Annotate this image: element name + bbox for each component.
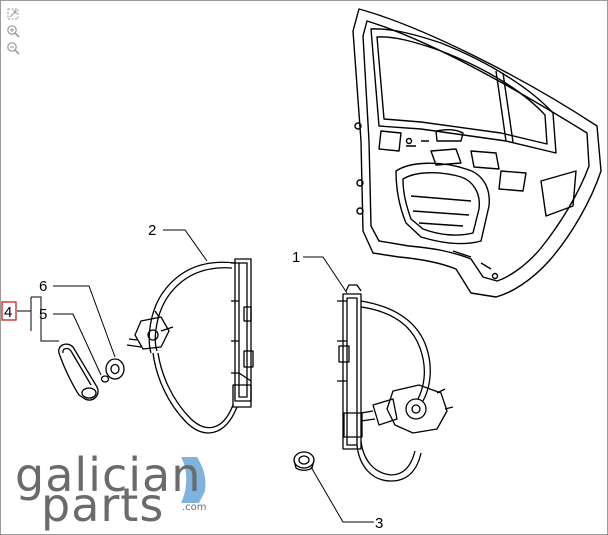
callout-2[interactable]: 2 [148, 222, 156, 239]
callout-4-highlight [1, 301, 17, 321]
logo-accent-shape [181, 457, 206, 503]
callouts: 1 2 3 4 5 6 [1, 222, 383, 532]
fit-page-icon[interactable] [6, 7, 22, 22]
window-regulator-electric [337, 284, 454, 482]
logo-word-parts: parts [41, 478, 164, 532]
callout-6[interactable]: 6 [39, 278, 47, 295]
logo-word-galician: galician [15, 448, 201, 502]
callout-1[interactable]: 1 [292, 249, 300, 266]
window-regulator-manual [126, 258, 254, 434]
callout-4[interactable]: 4 [4, 304, 12, 321]
logo-domain: .com [182, 502, 207, 513]
brand-logo: galician parts .com [15, 448, 207, 532]
window-crank-handle [58, 343, 99, 401]
callout-5[interactable]: 5 [39, 306, 47, 323]
zoom-in-icon[interactable] [6, 24, 22, 39]
viewer-toolbar [6, 7, 22, 56]
zoom-out-icon[interactable] [6, 41, 22, 56]
rear-door-frame [352, 8, 602, 298]
leader-lines [17, 229, 374, 523]
callout-3[interactable]: 3 [375, 515, 383, 532]
washer-parts [100, 358, 125, 383]
